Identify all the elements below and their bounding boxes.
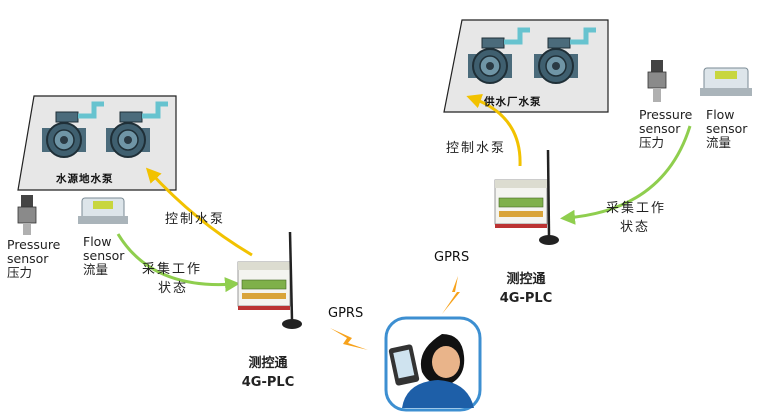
plc-name: 测控通 — [506, 272, 546, 287]
left-gprs-label: GPRS — [328, 306, 364, 321]
pressure-sensor-icon — [17, 195, 37, 235]
pressure-line1: Pressure — [639, 107, 693, 122]
right-collect-label-line2: 状态 — [620, 220, 651, 235]
pressure-line3: 压力 — [639, 135, 665, 150]
left-collect-label-line1: 采集工作 — [142, 262, 203, 277]
right-collect-arrow — [560, 125, 692, 225]
lightning-icon — [442, 276, 460, 314]
right-flow-sensor-label: Flow sensor 流量 — [706, 108, 747, 150]
left-control-arrow — [145, 167, 253, 257]
flow-line1: Flow — [83, 234, 112, 249]
pressure-line3: 压力 — [7, 265, 33, 280]
pressure-line1: Pressure — [7, 237, 61, 252]
plc-model: 4G-PLC — [499, 291, 553, 306]
lightning-icon — [330, 328, 368, 350]
plc-model: 4G-PLC — [241, 375, 295, 390]
supply-pump-label: 供水厂水泵 — [484, 96, 542, 108]
right-control-label: 控制水泵 — [446, 141, 507, 156]
left-control-label: 控制水泵 — [165, 212, 226, 227]
flow-line3: 流量 — [706, 135, 732, 150]
plc-device-icon — [237, 231, 302, 329]
operator-tablet-icon — [384, 316, 482, 412]
flow-line2: sensor — [83, 248, 125, 263]
right-plc-label: 测控通 4G-PLC — [490, 270, 562, 308]
plc-name: 测控通 — [248, 356, 288, 371]
left-flow-sensor-label: Flow sensor 流量 — [83, 235, 124, 277]
right-control-arrow — [466, 93, 522, 167]
left-pressure-sensor-label: Pressure sensor 压力 — [7, 238, 60, 280]
flow-sensor-icon — [700, 67, 752, 96]
left-collect-arrow — [116, 233, 240, 293]
pressure-sensor-icon — [647, 60, 667, 102]
plc-device-icon — [494, 149, 559, 245]
source-pump-label: 水源地水泵 — [56, 173, 114, 185]
flow-line3: 流量 — [83, 262, 109, 277]
flow-sensor-icon — [78, 197, 128, 224]
left-plc-label: 测控通 4G-PLC — [232, 354, 304, 392]
right-pressure-sensor-label: Pressure sensor 压力 — [639, 108, 692, 150]
flow-line2: sensor — [706, 121, 748, 136]
pressure-line2: sensor — [7, 251, 49, 266]
right-collect-label-line1: 采集工作 — [606, 201, 667, 216]
right-gprs-label: GPRS — [434, 250, 470, 265]
flow-line1: Flow — [706, 107, 735, 122]
left-collect-label-line2: 状态 — [158, 281, 189, 296]
pressure-line2: sensor — [639, 121, 681, 136]
